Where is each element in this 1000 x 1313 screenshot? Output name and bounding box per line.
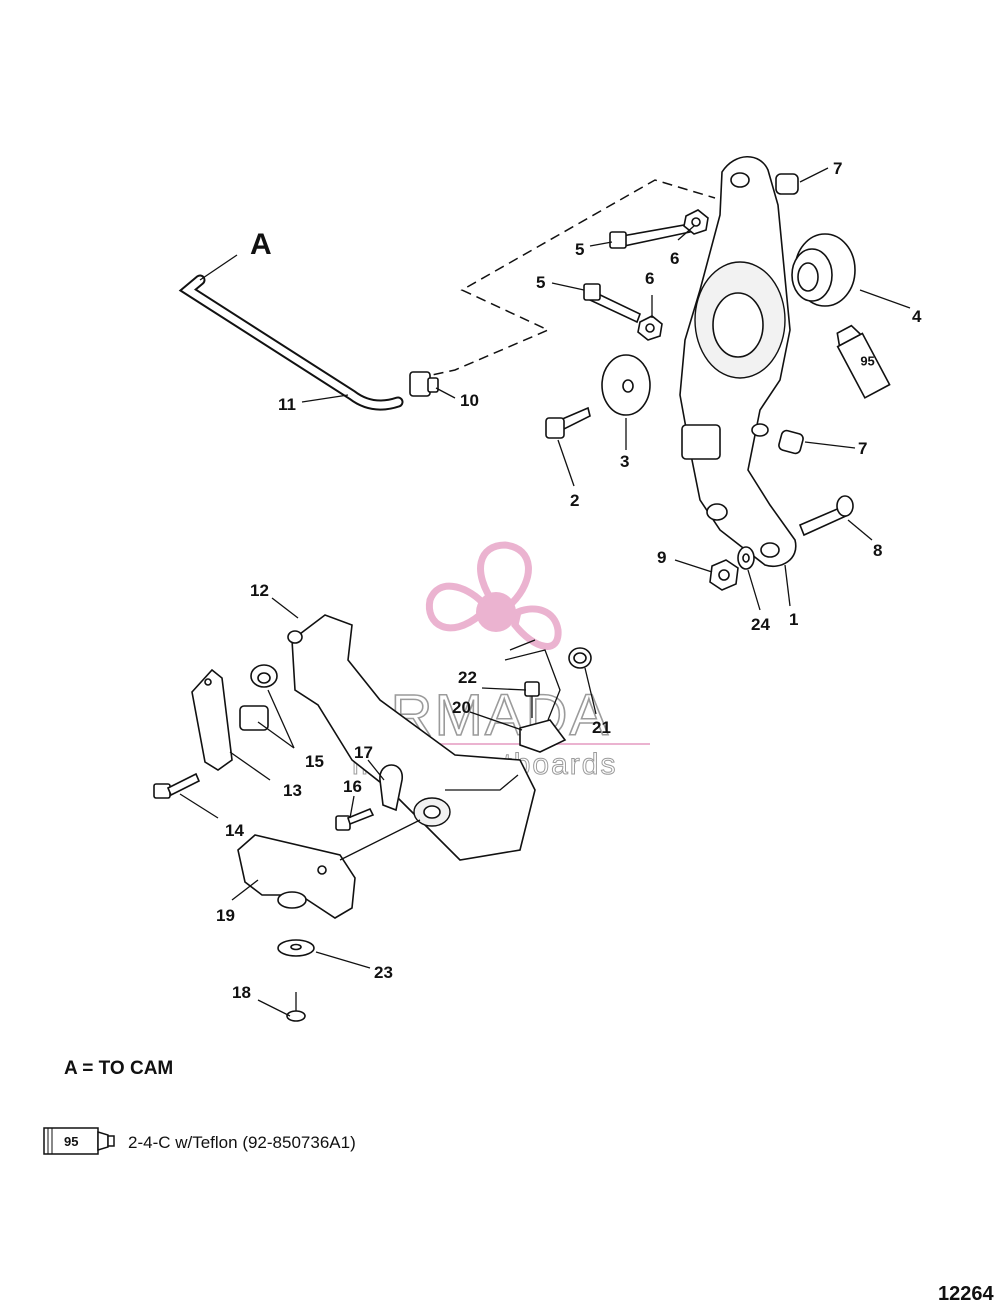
label-23: 23 bbox=[374, 963, 393, 982]
lock-nut bbox=[709, 559, 739, 591]
carrier-block bbox=[237, 834, 356, 919]
dashed-connection-lines bbox=[417, 179, 716, 379]
hose-clamp bbox=[568, 647, 592, 669]
catalog-number: 12264 bbox=[938, 1283, 994, 1305]
nut-upper bbox=[683, 209, 709, 235]
cap-upper bbox=[775, 173, 799, 195]
label-11: 11 bbox=[278, 395, 296, 414]
label-6-upper: 6 bbox=[670, 249, 679, 268]
pivot-pin bbox=[798, 495, 854, 537]
cap-lower bbox=[778, 429, 804, 455]
legend-tube-icon: 95 bbox=[43, 1127, 115, 1155]
label-3: 3 bbox=[620, 452, 629, 471]
label-7-lower: 7 bbox=[858, 439, 867, 458]
base-washer bbox=[277, 939, 315, 957]
nut-lower bbox=[637, 315, 663, 341]
mounting-screw bbox=[286, 992, 306, 1022]
legend-lubricant-text: 2-4-C w/Teflon (92-850736A1) bbox=[128, 1133, 356, 1152]
hex-bolt bbox=[153, 772, 201, 799]
label-1: 1 bbox=[789, 610, 798, 629]
cable-retainer bbox=[519, 681, 567, 753]
screw-upper bbox=[609, 223, 691, 249]
note-a-to-cam: A = TO CAM bbox=[64, 1058, 174, 1079]
cable-clip bbox=[379, 764, 403, 812]
propeller-logo bbox=[425, 541, 562, 650]
label-13: 13 bbox=[283, 781, 302, 800]
label-4: 4 bbox=[912, 307, 922, 326]
bushing bbox=[791, 233, 856, 307]
label-5-lower: 5 bbox=[536, 273, 545, 292]
label-A: A bbox=[250, 228, 272, 261]
label-12: 12 bbox=[250, 581, 269, 600]
label-20: 20 bbox=[452, 698, 471, 717]
label-22: 22 bbox=[458, 668, 477, 687]
label-24: 24 bbox=[751, 615, 770, 634]
label-19: 19 bbox=[216, 906, 235, 925]
label-9: 9 bbox=[657, 548, 666, 567]
washer-large bbox=[601, 354, 651, 416]
label-21: 21 bbox=[592, 718, 611, 737]
flat-washer bbox=[737, 546, 755, 570]
rod-connector bbox=[409, 371, 439, 397]
label-6-lower: 6 bbox=[645, 269, 654, 288]
label-7-upper: 7 bbox=[833, 159, 842, 178]
label-15: 15 bbox=[305, 752, 324, 771]
tube-code: 95 bbox=[860, 353, 874, 368]
label-5-upper: 5 bbox=[575, 240, 584, 259]
leader-lines bbox=[179, 167, 911, 1017]
screw-lower bbox=[583, 283, 642, 324]
mounting-bracket bbox=[287, 614, 536, 861]
label-17: 17 bbox=[354, 743, 373, 762]
lubricant-tube: 95 bbox=[836, 324, 891, 399]
label-8: 8 bbox=[873, 541, 882, 560]
link-rod bbox=[178, 274, 404, 411]
label-14: 14 bbox=[225, 821, 244, 840]
shoulder-bolt bbox=[545, 406, 591, 439]
cover-plate bbox=[191, 668, 233, 771]
label-18: 18 bbox=[232, 983, 251, 1002]
legend-tube-code: 95 bbox=[64, 1134, 78, 1149]
label-10: 10 bbox=[460, 391, 479, 410]
cable-ends bbox=[504, 639, 561, 721]
part-labels: A 1 2 3 4 5 5 6 6 7 7 8 9 10 11 12 13 14… bbox=[216, 159, 922, 1002]
throttle-lever-body bbox=[679, 156, 797, 567]
label-16: 16 bbox=[343, 777, 362, 796]
label-2: 2 bbox=[570, 491, 579, 510]
clip-screw bbox=[335, 807, 375, 831]
